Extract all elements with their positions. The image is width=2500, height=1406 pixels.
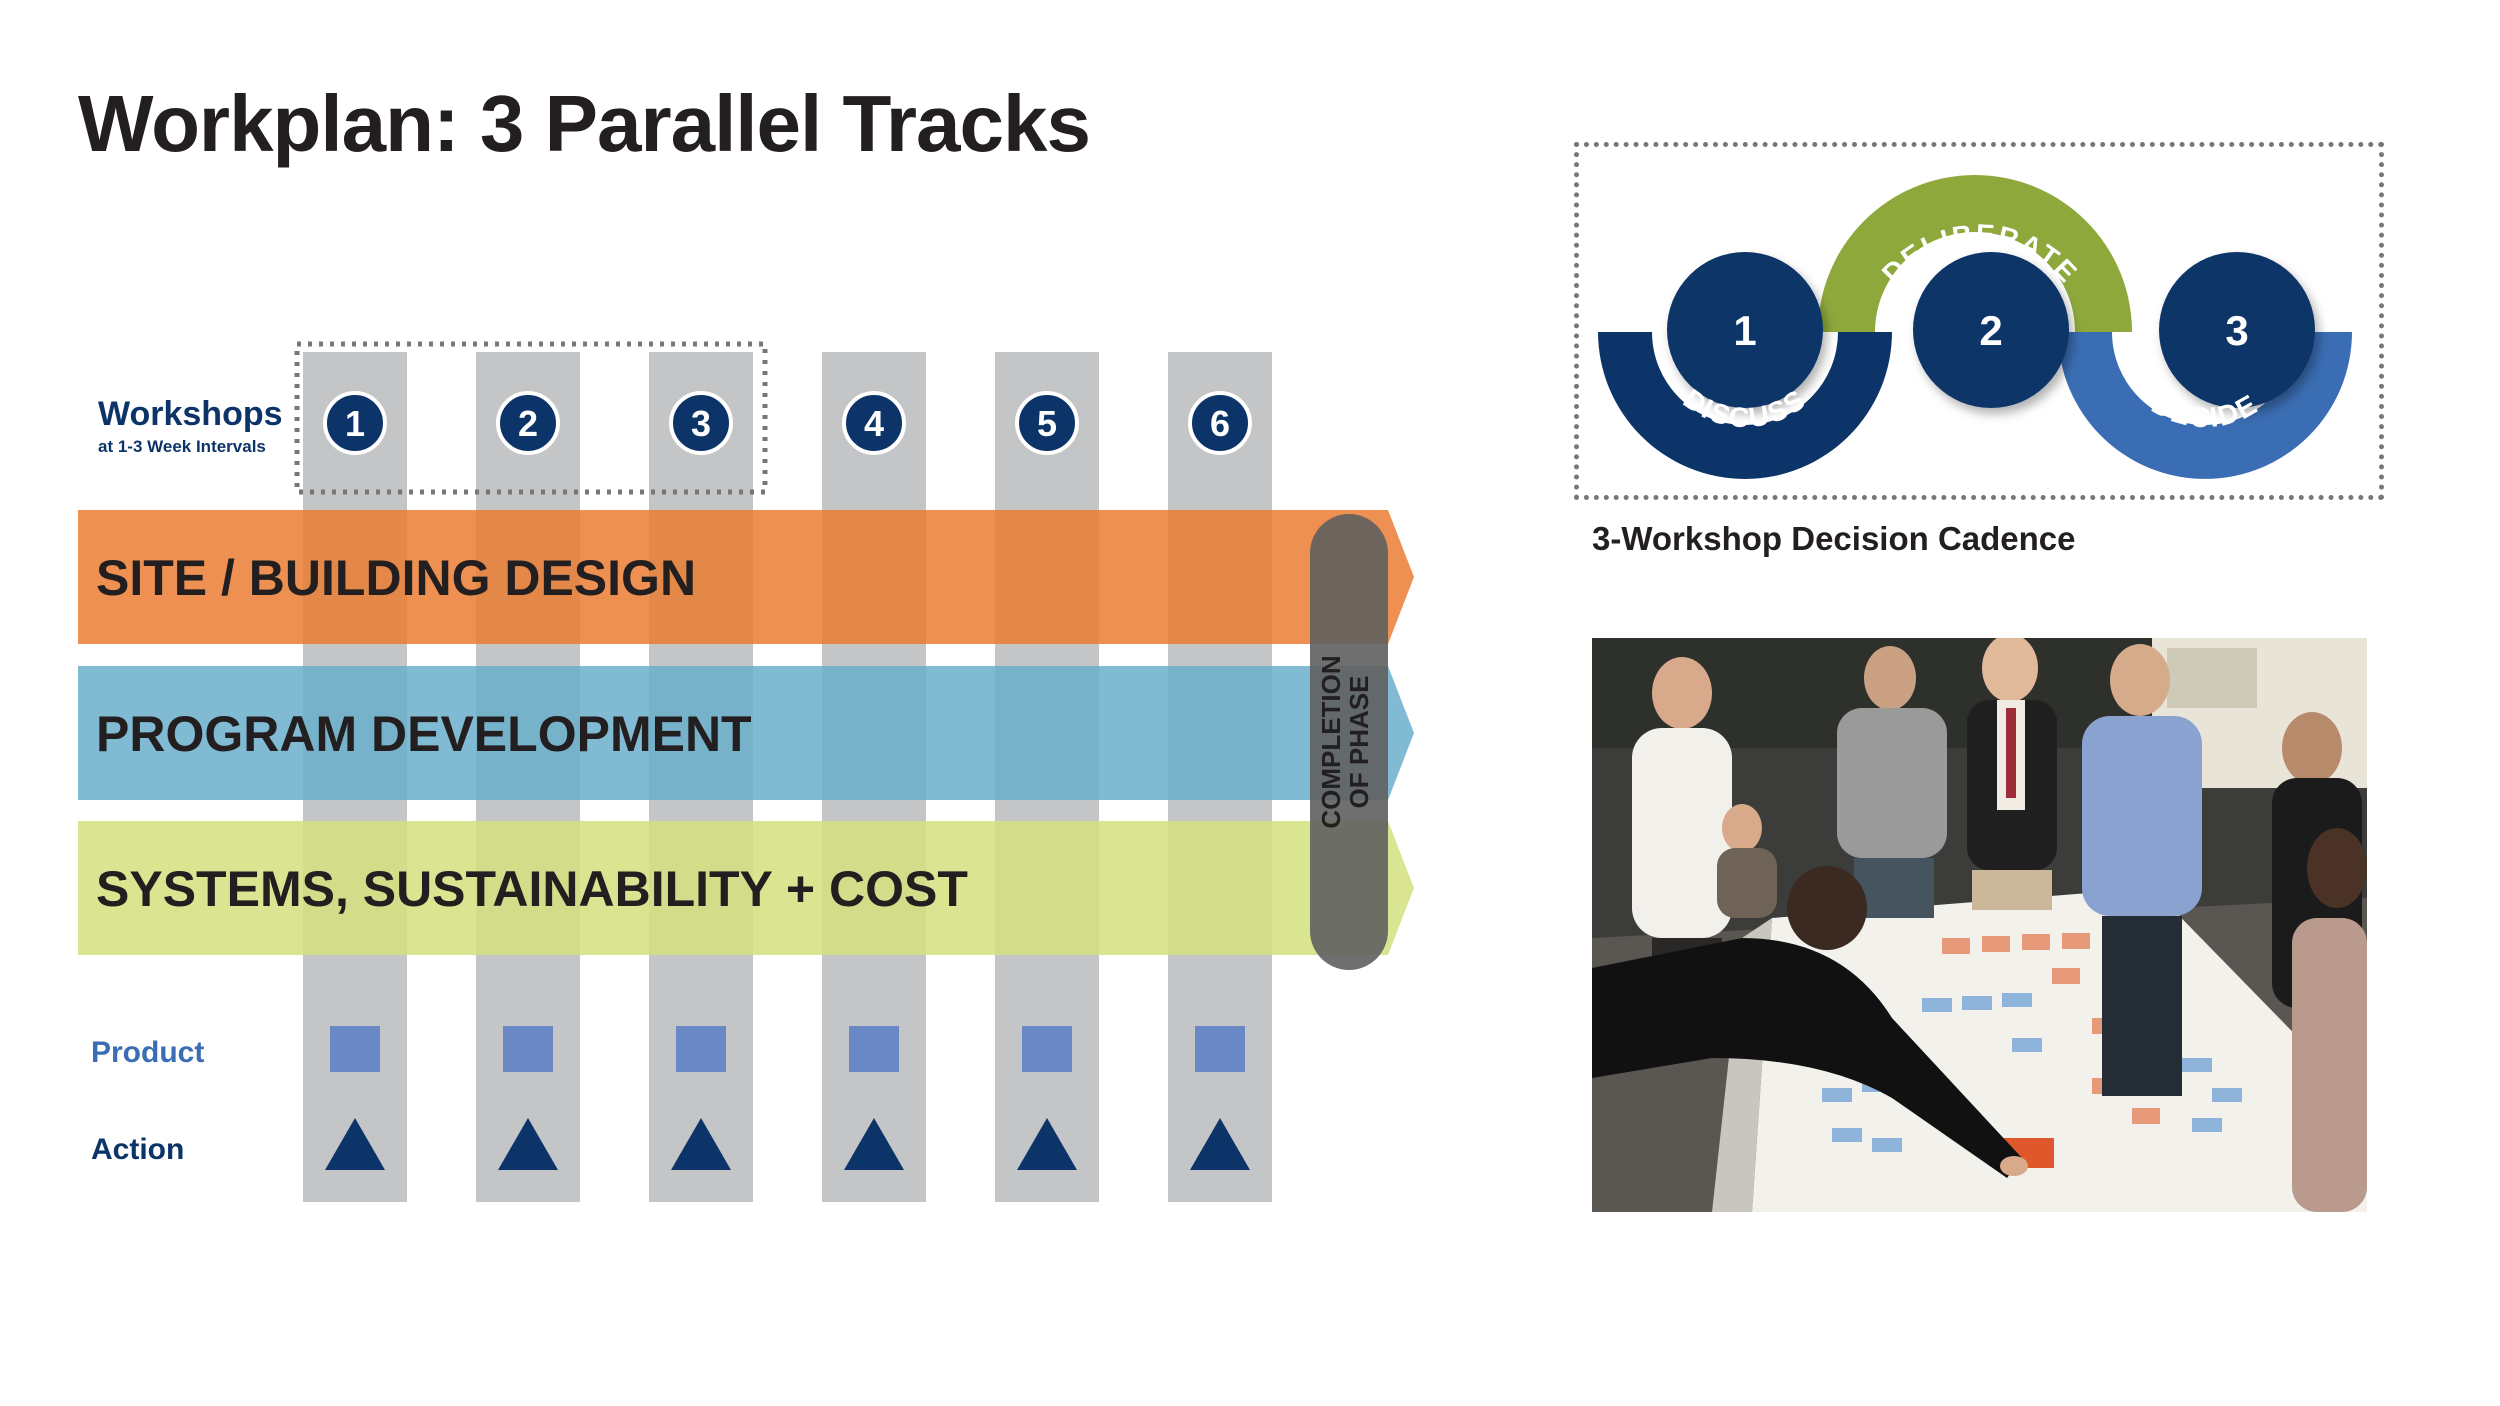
workshop-number-2: 2 — [518, 403, 538, 444]
workshops-label: Workshops — [98, 395, 283, 433]
workshop-number-circle-5 — [1015, 391, 1079, 455]
product-label: Product — [91, 1036, 204, 1069]
cadence-box — [1574, 142, 2384, 500]
action-triangle-5 — [1017, 1118, 1077, 1170]
discuss-band — [1598, 332, 1892, 479]
track-band-2 — [78, 666, 1414, 800]
first-cadence-highlight — [294, 341, 768, 495]
action-triangle-2 — [498, 1118, 558, 1170]
product-square-6 — [1195, 1026, 1245, 1072]
decision-cadence-diagram: 1 2 3 DISCUSS DELIBERATE DECIDE — [1598, 175, 2352, 479]
cadence-number-1: 1 — [1733, 307, 1756, 354]
workshop-number-circle-6 — [1188, 391, 1252, 455]
action-label: Action — [91, 1133, 184, 1166]
workshop-number-circle-4 — [842, 391, 906, 455]
action-triangle-6 — [1190, 1118, 1250, 1170]
action-triangle-1 — [325, 1118, 385, 1170]
completion-line1: COMPLETION — [1316, 655, 1346, 828]
cadence-circle-1 — [1667, 252, 1823, 408]
track-band-1 — [78, 510, 1414, 644]
action-triangle-3 — [671, 1118, 731, 1170]
cadence-caption: 3-Workshop Decision Cadence — [1592, 520, 2076, 557]
product-square-5 — [1022, 1026, 1072, 1072]
workshop-number-6: 6 — [1210, 403, 1230, 444]
product-square-4 — [849, 1026, 899, 1072]
workshop-number-circle-1 — [323, 391, 387, 455]
workshop-markers: 1 2 3 4 5 6 — [323, 391, 1252, 1170]
tracks: SITE / BUILDING DESIGN PROGRAM DEVELOPMEN… — [78, 510, 1414, 955]
workshop-number-3: 3 — [691, 403, 711, 444]
workshop-number-1: 1 — [345, 403, 365, 444]
cadence-number-2: 2 — [1979, 307, 2002, 354]
completion-line2: OF PHASE — [1344, 676, 1374, 809]
workshop-photo-illustration — [1592, 638, 2367, 1212]
workshop-number-circle-2 — [496, 391, 560, 455]
product-square-3 — [676, 1026, 726, 1072]
action-triangle-4 — [844, 1118, 904, 1170]
product-square-2 — [503, 1026, 553, 1072]
cadence-circle-2 — [1913, 252, 2069, 408]
deliberate-band — [1818, 175, 2132, 332]
track-label-1: SITE / BUILDING DESIGN — [96, 550, 696, 606]
completion-bar — [1310, 514, 1388, 970]
workshop-number-4: 4 — [864, 403, 884, 444]
track-label-3: SYSTEMS, SUSTAINABILITY + COST — [96, 861, 968, 917]
workshops-sublabel: at 1-3 Week Intervals — [98, 437, 266, 456]
cadence-circle-3 — [2159, 252, 2315, 408]
product-square-1 — [330, 1026, 380, 1072]
workplan-diagram: Workshops at 1-3 Week Intervals Product … — [78, 341, 1414, 1202]
track-band-3 — [78, 821, 1414, 955]
track-label-2: PROGRAM DEVELOPMENT — [96, 706, 752, 762]
cadence-number-3: 3 — [2225, 307, 2248, 354]
workshop-number-5: 5 — [1037, 403, 1057, 444]
decide-band — [2058, 332, 2352, 479]
workshop-number-circle-3 — [669, 391, 733, 455]
workshop-photo — [1592, 638, 2367, 1212]
page-title: Workplan: 3 Parallel Tracks — [78, 79, 1091, 168]
